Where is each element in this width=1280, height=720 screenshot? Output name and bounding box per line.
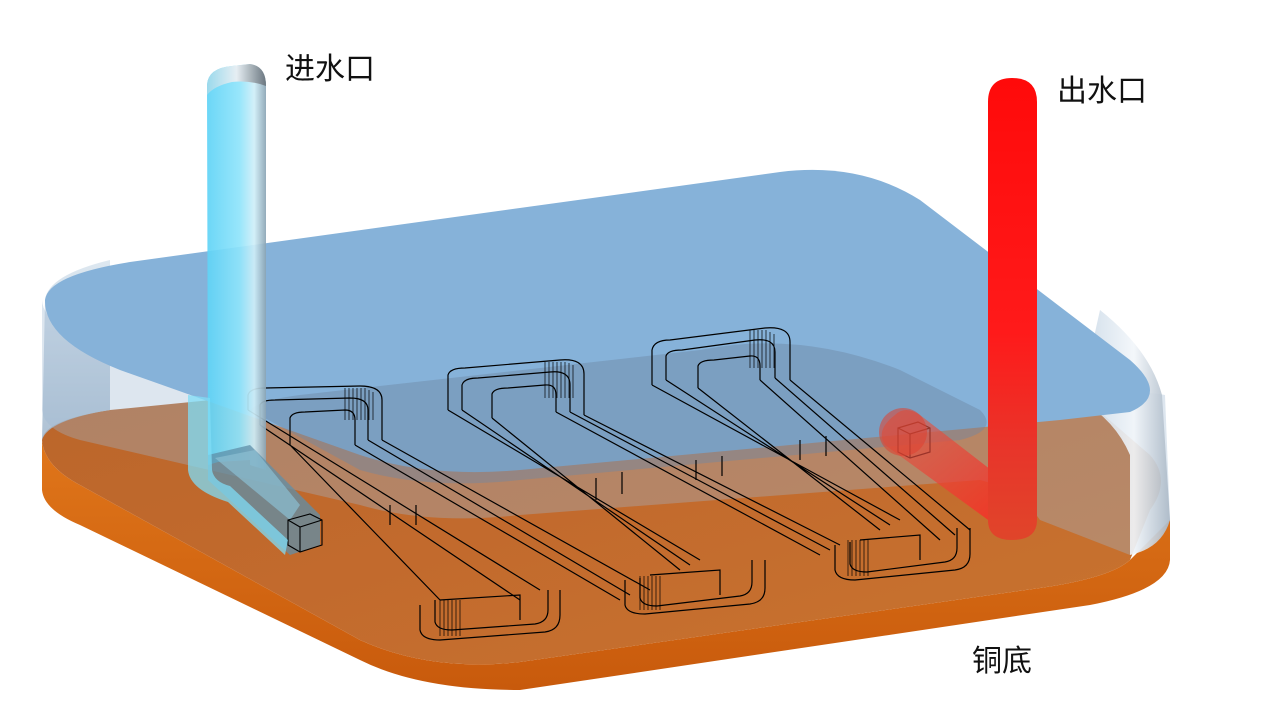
cover-inner-shade <box>250 343 987 484</box>
channel-loop-lower-3 <box>834 528 971 581</box>
inlet-pipe-vertical <box>207 64 266 470</box>
channel-runs <box>247 377 971 601</box>
channel-loop-lower-1 <box>419 590 561 641</box>
channel-ticks <box>389 436 827 525</box>
inlet-pipe <box>188 64 323 555</box>
serpentine-channel <box>247 327 971 641</box>
outlet-label: 出水口 <box>1057 74 1147 109</box>
copper-base-side <box>42 440 1170 690</box>
inlet-label: 进水口 <box>285 52 375 87</box>
inlet-pipe-front <box>188 395 288 555</box>
channel-loop-lower-2 <box>624 560 766 615</box>
transparent-cover <box>42 169 1170 555</box>
inlet-pipe-elbow-highlight <box>215 450 300 520</box>
outlet-pipe <box>879 78 1037 540</box>
outlet-port-glow <box>879 408 927 456</box>
channel-bend-hatching <box>344 330 869 636</box>
inlet-pipe-cap <box>207 64 266 95</box>
cover-top <box>44 169 1150 473</box>
outlet-pipe-vertical <box>988 78 1037 540</box>
copper-base-label: 铜底 <box>972 644 1032 679</box>
inlet-port-box <box>287 513 323 553</box>
